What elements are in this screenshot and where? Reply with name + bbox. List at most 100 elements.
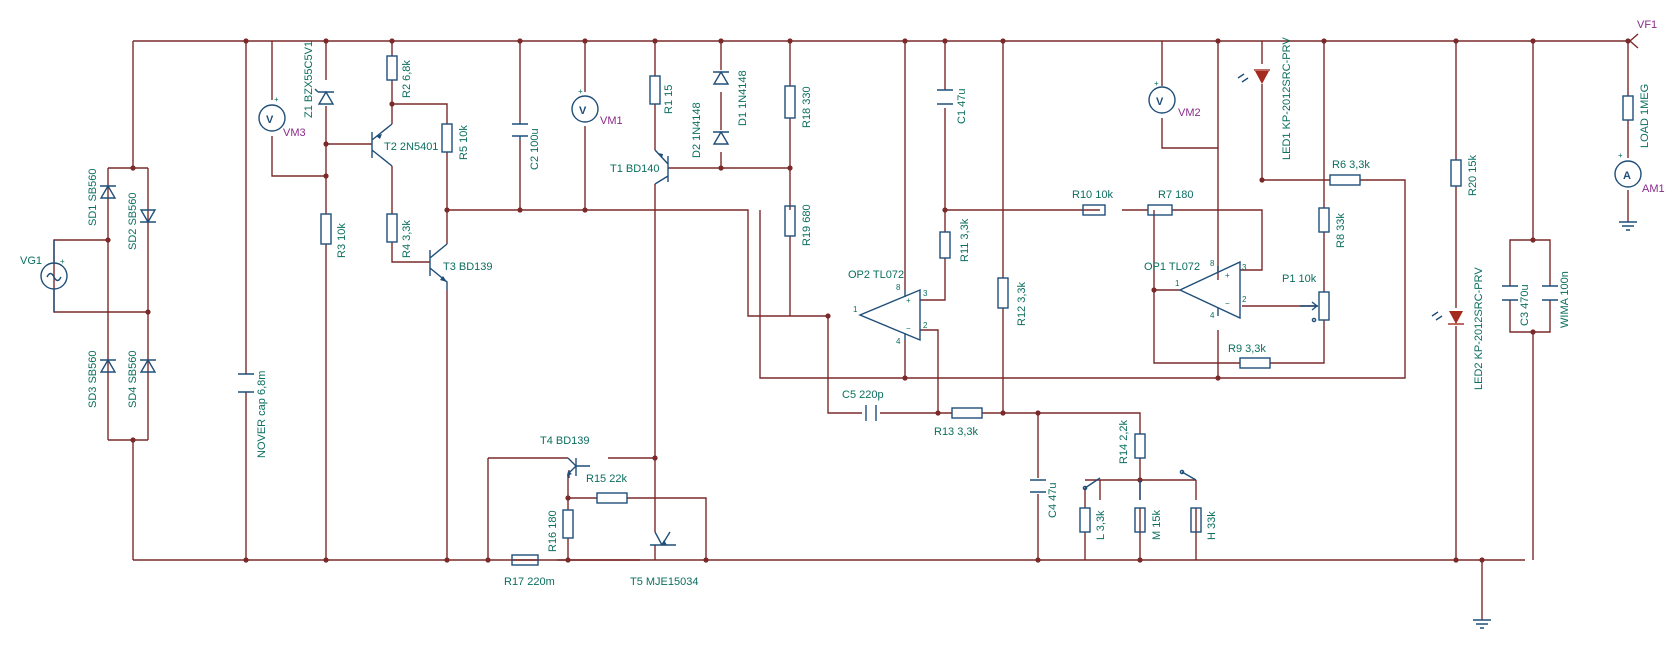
capacitor-c1: C1 47u: [937, 89, 968, 124]
resistor-r13: R13 3,3k: [934, 407, 983, 438]
capacitor-nover: NOVER cap 6,8m: [238, 371, 268, 458]
sd1-label: SD1 SB560: [87, 169, 99, 226]
zener-z1: Z1 BZX55C5V1: [303, 41, 335, 118]
d1-label: D1 1N4148: [737, 70, 749, 126]
r13-label: R13 3,3k: [934, 426, 979, 438]
op1-pin2: 2: [1242, 295, 1247, 304]
voltmeter-vm3: V + VM3: [258, 95, 306, 139]
t2-label: T2 2N5401: [384, 141, 438, 153]
resistor-r15: R15 22k: [586, 473, 628, 504]
resistor-r18: R18 330: [784, 85, 813, 128]
r17-label: R17 220m: [504, 576, 555, 588]
resistor-r12: R12 3,3k: [997, 277, 1028, 326]
op1-plus: +: [1225, 271, 1230, 280]
r18-label: R18 330: [801, 86, 813, 128]
op1-pin3: 3: [1242, 263, 1247, 272]
z1-label: Z1 BZX55C5V1: [303, 41, 315, 118]
vm3-label: VM3: [283, 127, 306, 139]
op1-pin4: 4: [1210, 311, 1215, 320]
junctions: [105, 38, 1631, 563]
vm2-plus: +: [1154, 79, 1159, 88]
sd4-label: SD4 SB560: [127, 351, 139, 408]
op2-minus: −: [906, 324, 911, 333]
r6-label: R6 3,3k: [1332, 159, 1370, 171]
vm3-v: V: [266, 114, 274, 126]
ground-symbols: [1473, 221, 1637, 629]
led1-label: LED1 KP-2012SRC-PRV: [1281, 37, 1293, 160]
r12-label: R12 3,3k: [1016, 281, 1028, 326]
vm1-label: VM1: [600, 115, 623, 127]
r11-label: R11 3,3k: [959, 218, 971, 262]
resistor-r20: R20 15k: [1450, 155, 1479, 196]
r8-label: R8 33k: [1335, 213, 1347, 248]
load-label: LOAD 1MEG: [1639, 84, 1651, 148]
led-led2: LED2 KP-2012SRC-PRV: [1431, 267, 1485, 390]
capacitor-c4: C4 47u: [1030, 479, 1059, 518]
diode-sd3: SD3 SB560: [87, 351, 117, 408]
op2-pin2: 2: [923, 321, 928, 330]
op1-pin1: 1: [1175, 279, 1180, 288]
probe-vf1: VF1: [1629, 19, 1657, 49]
transistor-t3: T3 BD139: [429, 243, 493, 290]
resistor-r5: R5 10k: [441, 123, 470, 160]
diode-d2: D2 1N4148: [691, 102, 730, 158]
sd3-label: SD3 SB560: [87, 351, 99, 408]
vg1-label: VG1: [20, 255, 42, 267]
resistor-r16: R16 180: [547, 509, 574, 552]
transistor-t5: T5 MJE15034: [630, 531, 698, 588]
r15-label: R15 22k: [586, 473, 627, 485]
diode-d1: D1 1N4148: [712, 70, 749, 126]
c3-label: C3 470u: [1519, 284, 1531, 326]
resistor-r6: R6 3,3k: [1329, 159, 1370, 186]
r4-label: R4 3,3k: [401, 220, 413, 258]
t4-label: T4 BD139: [540, 435, 590, 447]
vf1-label: VF1: [1637, 19, 1657, 31]
diode-sd1: SD1 SB560: [87, 169, 117, 226]
am1-a: A: [1623, 170, 1631, 182]
rl-label: L 3,3k: [1095, 510, 1107, 540]
op1-pin8: 8: [1210, 259, 1215, 268]
resistor-r7: R7 180: [1147, 189, 1193, 216]
op2-label: OP2 TL072: [848, 269, 904, 281]
resistor-r9: R9 3,3k: [1228, 343, 1271, 369]
am1-plus: +: [1618, 151, 1623, 160]
resistor-r14: R14 2,2k: [1118, 419, 1146, 464]
wima-label: WIMA 100n: [1559, 271, 1571, 328]
resistor-r1: R1 15: [649, 75, 675, 114]
r9-label: R9 3,3k: [1228, 343, 1266, 355]
diode-sd4: SD4 SB560: [127, 351, 157, 408]
op2-pin1: 1: [853, 305, 858, 314]
resistor-r17: R17 220m: [504, 554, 555, 588]
led-led1: LED1 KP-2012SRC-PRV: [1237, 37, 1293, 160]
r1-label: R1 15: [663, 85, 675, 114]
sd2-label: SD2 SB560: [127, 193, 139, 250]
resistor-load: LOAD 1MEG: [1622, 84, 1651, 148]
r7-label: R7 180: [1158, 189, 1193, 201]
resistor-m: M 15k: [1134, 507, 1163, 540]
op1-minus: −: [1225, 299, 1230, 308]
transistor-t2: T2 2N5401: [371, 123, 438, 167]
opamp-op1: + − 1 3 2 8 4 OP1 TL072: [1144, 259, 1247, 320]
vm3-plus: +: [274, 95, 279, 104]
resistor-r3: R3 10k: [320, 213, 348, 258]
op1-label: OP1 TL072: [1144, 261, 1200, 273]
r14-label: R14 2,2k: [1118, 419, 1130, 464]
capacitor-c3: C3 470u: [1502, 284, 1531, 326]
rm-label: M 15k: [1151, 510, 1163, 540]
c4-label: C4 47u: [1047, 483, 1059, 518]
vm1-v: V: [579, 105, 587, 117]
transistor-t1: T1 BD140: [610, 149, 669, 185]
switch-l: [1082, 477, 1101, 491]
vm2-v: V: [1156, 96, 1164, 108]
rh-label: H 33k: [1206, 511, 1218, 540]
resistor-r4: R4 3,3k: [386, 213, 413, 258]
t1-label: T1 BD140: [610, 163, 660, 175]
vg1-plus: +: [60, 257, 65, 266]
nover-label: NOVER cap 6,8m: [256, 371, 268, 458]
resistor-r10: R10 10k: [1072, 189, 1113, 216]
switch-h: [1179, 469, 1197, 481]
resistor-h: H 33k: [1190, 507, 1218, 540]
capacitor-wima: WIMA 100n: [1542, 271, 1571, 328]
resistor-r8: R8 33k: [1318, 207, 1347, 248]
